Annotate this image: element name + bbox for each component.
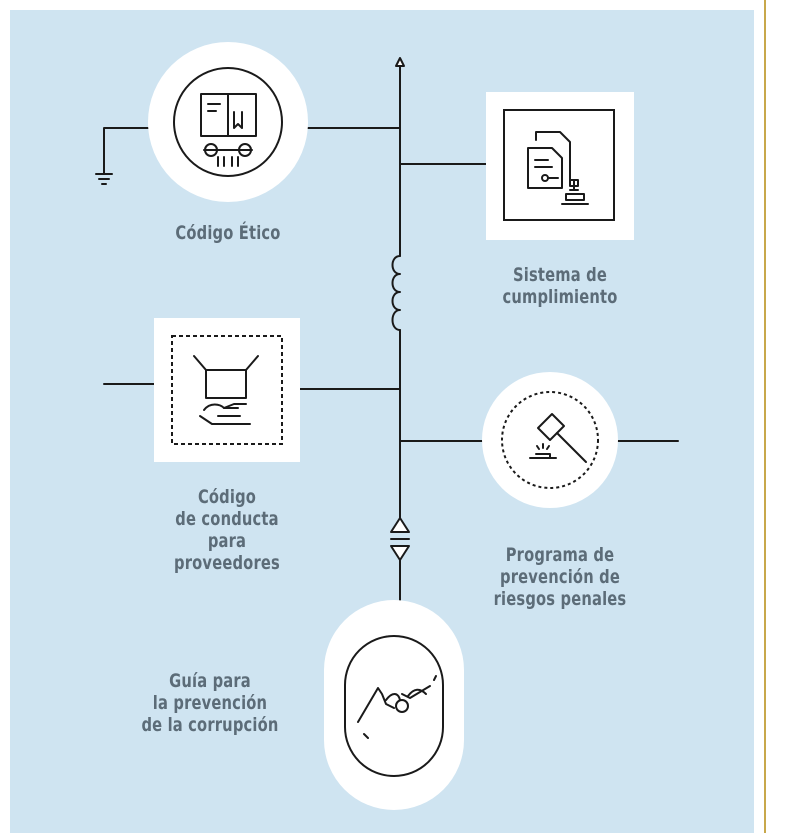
- book-scroll-icon: [200, 93, 257, 167]
- label-codigo-etico: Código Ético: [175, 222, 281, 244]
- gold-divider-line: [764, 0, 766, 833]
- documents-stamp-icon: [527, 131, 589, 205]
- label-guia-corrupcion: Guía para la prevención de la corrupción: [141, 670, 279, 736]
- hands-exchange-coin-icon: [357, 675, 437, 739]
- hand-box-icon: [193, 355, 259, 425]
- sistema-cumplimiento-badge: [486, 92, 634, 240]
- codigo-etico-badge: [148, 42, 308, 202]
- programa-riesgos-badge: [482, 372, 618, 508]
- codigo-proveedores-badge: [154, 318, 300, 462]
- inductor-coil-icon: [391, 255, 401, 331]
- gavel-icon: [529, 413, 587, 463]
- ground-icon: [95, 173, 113, 185]
- label-sistema-cumplimiento: Sistema de cumplimiento: [502, 264, 618, 308]
- fuse-icon: [390, 517, 410, 561]
- label-programa-riesgos: Programa de prevención de riesgos penale…: [493, 544, 627, 610]
- guia-corrupcion-badge: [324, 600, 464, 810]
- label-codigo-proveedores: Código de conducta para proveedores: [174, 486, 280, 574]
- arrow-up-icon: [395, 57, 405, 67]
